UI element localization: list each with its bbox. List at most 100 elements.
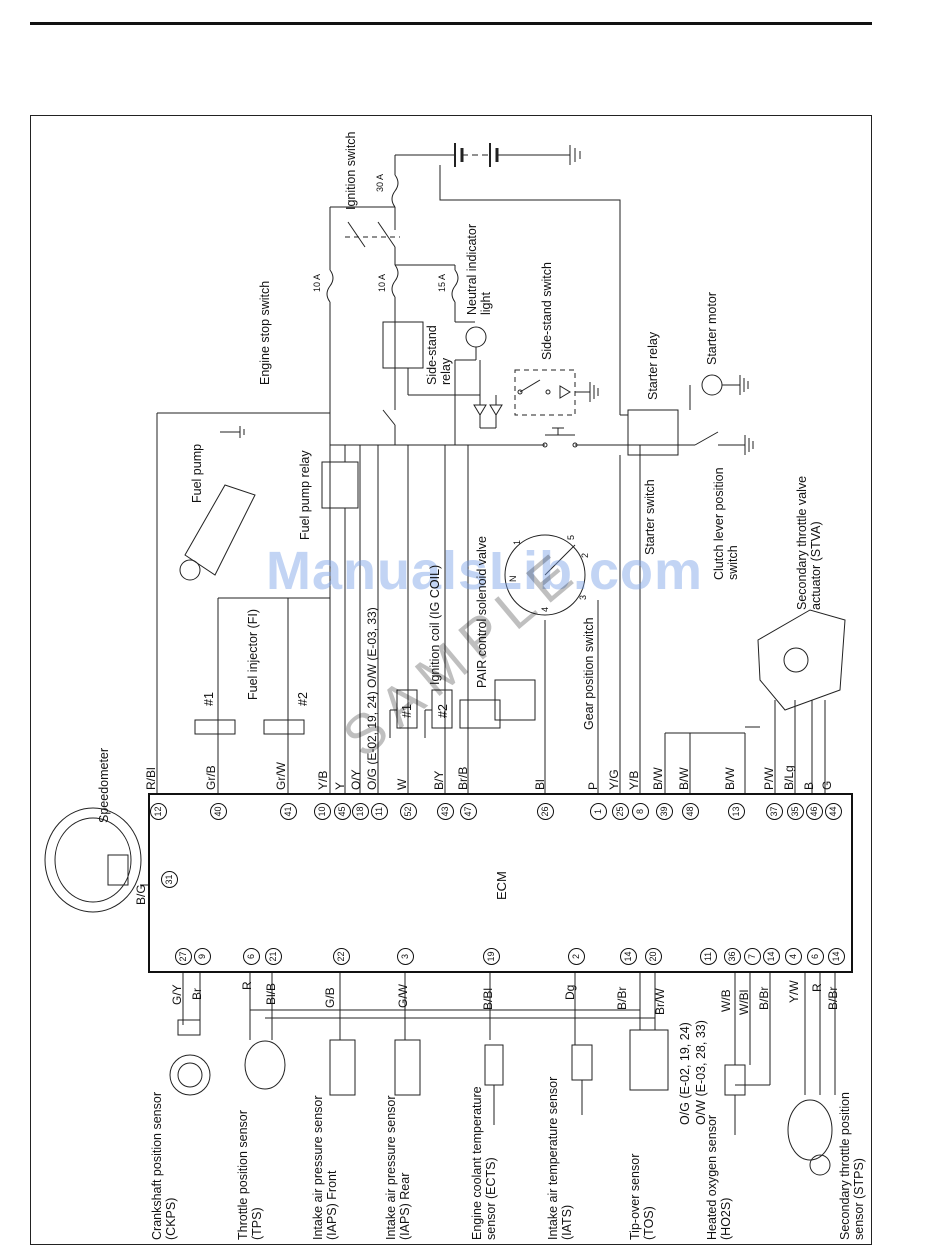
ecm-bottom-pin: 27: [175, 948, 192, 965]
page-top-rule: [30, 22, 872, 25]
ecm-top-pin: 46: [806, 803, 823, 820]
ecm-left-wire-label: B/G: [134, 884, 148, 905]
fuse-10a-label: 10 A: [312, 273, 322, 292]
ecm-top-pin: 12: [150, 803, 167, 820]
ecm-bottom-wire: G/B: [323, 987, 337, 1008]
ecm-top-pin: 45: [334, 803, 351, 820]
ecm-bottom-pin: 14: [828, 948, 845, 965]
ecm-top-pin: 43: [437, 803, 454, 820]
ecm-top-pin: 25: [612, 803, 629, 820]
gear-pos-n: N: [508, 575, 518, 583]
ckps-label: Crankshaft position sensor (CKPS): [150, 1092, 178, 1240]
pair-valve-label: PAIR control solenoid valve: [475, 536, 489, 688]
clutch-lever-switch-label: Clutch lever position switch: [712, 467, 740, 580]
starter-relay-label: Starter relay: [646, 331, 660, 400]
ecm-bottom-pin: 9: [194, 948, 211, 965]
ecm-bottom-pin: 19: [483, 948, 500, 965]
ecm-top-wire: Br/B: [456, 766, 470, 790]
ecm-bottom-wire: Br/W: [653, 988, 667, 1015]
engine-stop-switch-label: Engine stop switch: [258, 280, 272, 385]
ecm-bottom-pin: 20: [645, 948, 662, 965]
coil-1-tag: #1: [400, 704, 414, 718]
ecm-bottom-pin: 14: [620, 948, 637, 965]
watermark-text: ManualsLib.com: [266, 541, 704, 601]
ecm-top-wire: B/W: [677, 767, 691, 790]
ecm-bottom-pin: 6: [807, 948, 824, 965]
ecm-bottom-pin: 7: [744, 948, 761, 965]
gear-position-switch-label: Gear position switch: [582, 617, 596, 730]
ecm-top-wire: B/W: [651, 767, 665, 790]
ecm-top-pin: 35: [787, 803, 804, 820]
ecm-bottom-pin: 21: [265, 948, 282, 965]
ecm-top-pin: 18: [352, 803, 369, 820]
ecm-top-pin: 1: [590, 803, 607, 820]
ecm-bottom-pin: 2: [568, 948, 585, 965]
gear-pos-2: 2: [580, 552, 590, 558]
speedometer-label: Speedometer: [97, 747, 111, 823]
ho2s-label: Heated oxygen sensor (HO2S): [705, 1114, 733, 1240]
ecm-top-pin: 44: [825, 803, 842, 820]
starter-motor-label: Starter motor: [705, 292, 719, 365]
fuse-10a-label: 10 A: [377, 273, 387, 292]
ecm-top-wire: Y/B: [316, 770, 330, 790]
coil-2-tag: #2: [436, 704, 450, 718]
gear-pos-4: 4: [540, 606, 550, 612]
ecm-top-pin: 8: [632, 803, 649, 820]
ecm-top-wire: Y: [333, 781, 347, 790]
ecm-bottom-pin: 11: [700, 948, 717, 965]
gear-pos-5: 5: [566, 534, 576, 540]
ecm-bottom-wire: Br: [190, 988, 204, 1000]
iats-label: Intake air temperature sensor (IATS): [546, 1076, 574, 1240]
ecm-bottom-wire: Dg: [563, 984, 577, 1000]
ecm-top-pin: 48: [682, 803, 699, 820]
ecm-bottom-pin: 36: [724, 948, 741, 965]
ecm-bottom-wire: W/Bl: [737, 989, 751, 1015]
ecm-pin-31: 31: [161, 871, 178, 888]
ecm-bottom-pin: 4: [785, 948, 802, 965]
ecm-top-pin: 39: [656, 803, 673, 820]
ecm-bottom-wire: Y/W: [787, 980, 801, 1003]
ecm-top-wire: Gr/B: [204, 765, 218, 790]
fuel-injector-label: Fuel injector (FI): [246, 609, 260, 700]
tos-label: Tip-over sensor (TOS): [628, 1153, 656, 1240]
ecm-top-pin: 10: [314, 803, 331, 820]
ignition-coil-label: Ignition coil (IG COIL): [428, 564, 442, 685]
ecm-bottom-wire: B/Bl: [481, 987, 495, 1010]
ecm-bottom-pin: 3: [397, 948, 414, 965]
ecm-top-wire: B: [802, 781, 816, 790]
fuel-pump-relay-label: Fuel pump relay: [298, 450, 312, 540]
ignition-switch-label: Ignition switch: [344, 131, 358, 210]
tps-label: Throttle position sensor (TPS): [236, 1110, 264, 1240]
ecm-top-wire: O/Y: [349, 769, 363, 790]
iaps-rear-label: Intake air pressure sensor (IAPS) Rear: [384, 1095, 412, 1240]
ecm-bottom-wire: R: [810, 983, 824, 992]
stps-label: Secondary throttle position sensor (STPS…: [838, 1091, 866, 1240]
ecm-top-pin: 26: [537, 803, 554, 820]
starter-switch-label: Starter switch: [643, 479, 657, 555]
side-stand-relay-label: Side-stand relay: [425, 325, 453, 385]
ecm-bottom-wire: G/Y: [170, 984, 184, 1005]
ecm-top-wire: Bl: [533, 779, 547, 790]
ecm-top-wire: P: [586, 781, 600, 790]
ecm-top-wire: P/W: [762, 767, 776, 790]
injector-1-tag: #1: [202, 692, 216, 706]
stva-label: Secondary throttle valve actuator (STVA): [795, 475, 823, 610]
ecm-bottom-wire: B/Br: [757, 986, 771, 1010]
ects-label: Engine coolant temperature sensor (ECTS): [470, 1086, 498, 1240]
ecm-bottom-pin: 14: [763, 948, 780, 965]
ecm-top-wire: B/W: [723, 767, 737, 790]
fuse-30a-label: 30 A: [375, 173, 385, 192]
ecm-top-pin: 37: [766, 803, 783, 820]
ecm-top-pin: 41: [280, 803, 297, 820]
neutral-indicator-label: Neutral indicator light: [465, 223, 493, 315]
gear-pos-3: 3: [578, 594, 588, 600]
iaps-front-label: Intake air pressure sensor (IAPS) Front: [311, 1095, 339, 1240]
ho2s-note-2: O/W (E-03, 28, 33): [694, 1020, 708, 1125]
ecm-top-wire: G: [820, 780, 834, 790]
ecm-top-wire: O/G (E-02, 19, 24) O/W (E-03, 33): [365, 607, 379, 790]
ecm-bottom-wire: Bl/B: [264, 982, 278, 1005]
ecm-block: [148, 793, 853, 973]
ecm-top-wire: B/Y: [432, 770, 446, 790]
injector-2-tag: #2: [296, 692, 310, 706]
